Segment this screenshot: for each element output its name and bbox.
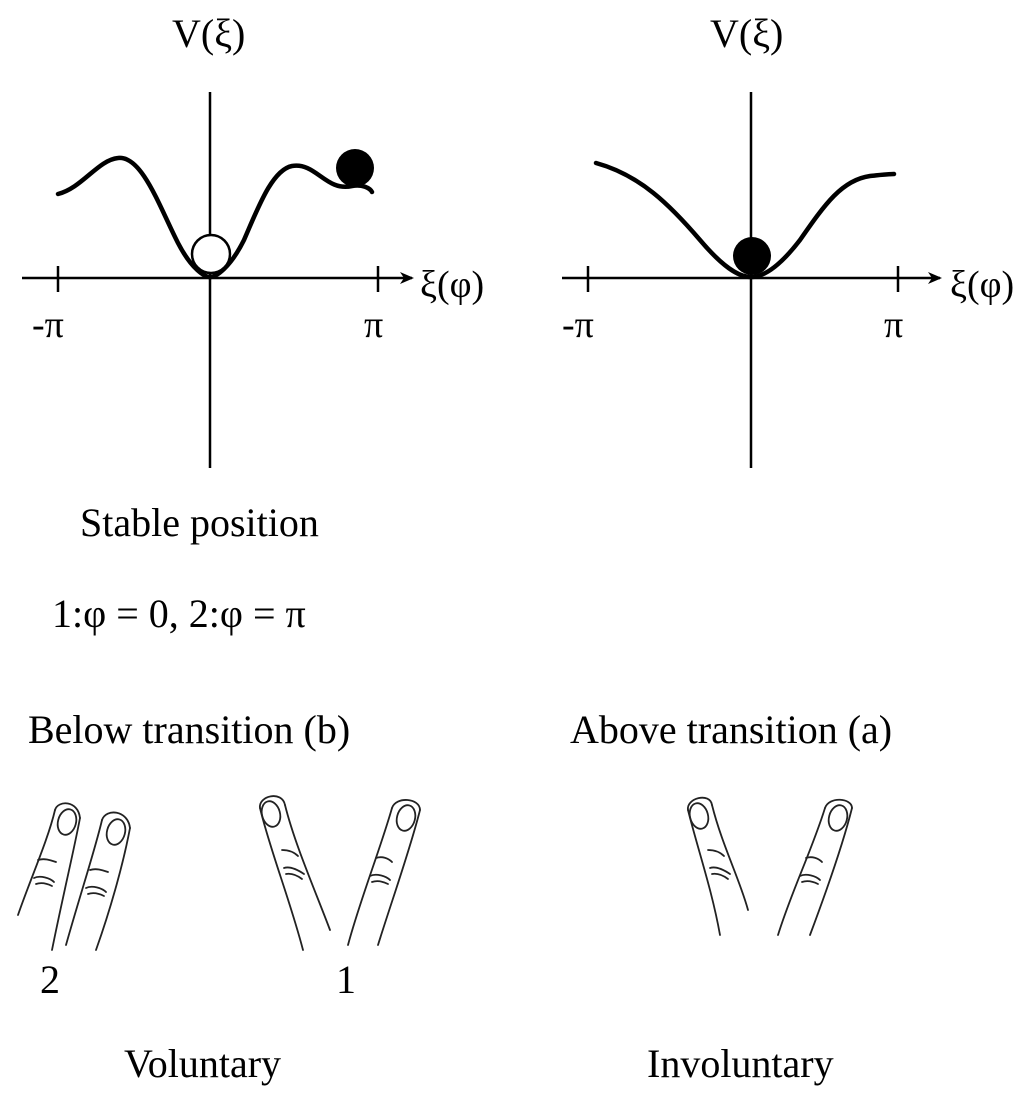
right-potential-plot — [562, 92, 942, 468]
left-y-axis-label: V(ξ) — [172, 11, 246, 56]
left-potential-plot — [22, 92, 414, 468]
left-tick-label-minus-pi: -π — [32, 304, 64, 346]
left-tick-label-pi: π — [364, 304, 384, 346]
finger-icon — [347, 799, 421, 946]
fingers-inphase-involuntary — [687, 796, 853, 936]
below-transition-heading: Below transition (b) — [28, 707, 351, 752]
fingers-antiphase — [17, 802, 131, 951]
voluntary-caption: Voluntary — [124, 1041, 282, 1086]
finger-icon — [687, 796, 749, 936]
left-x-axis-label: ξ(φ) — [420, 264, 485, 306]
finger-label-inphase: 1 — [336, 957, 356, 1002]
right-y-axis-label: V(ξ) — [710, 11, 784, 56]
involuntary-caption: Involuntary — [647, 1041, 834, 1086]
right-tick-label-pi: π — [884, 304, 904, 346]
filled-ball-inphase — [733, 237, 771, 275]
right-tick-label-minus-pi: -π — [562, 304, 594, 346]
open-ball-inphase — [190, 233, 232, 275]
finger-icon — [777, 798, 853, 936]
right-potential-curve — [593, 160, 897, 280]
right-x-axis-label: ξ(φ) — [950, 264, 1015, 306]
stable-states-text: 1:φ = 0, 2:φ = π — [52, 591, 306, 636]
finger-icon — [65, 811, 131, 951]
finger-icon — [17, 802, 81, 951]
finger-icon — [259, 795, 331, 951]
fingers-inphase-voluntary — [259, 795, 421, 951]
stable-position-caption: Stable position — [80, 500, 319, 545]
finger-label-antiphase: 2 — [40, 957, 60, 1002]
filled-ball-antiphase — [336, 149, 374, 187]
above-transition-heading: Above transition (a) — [570, 707, 893, 752]
